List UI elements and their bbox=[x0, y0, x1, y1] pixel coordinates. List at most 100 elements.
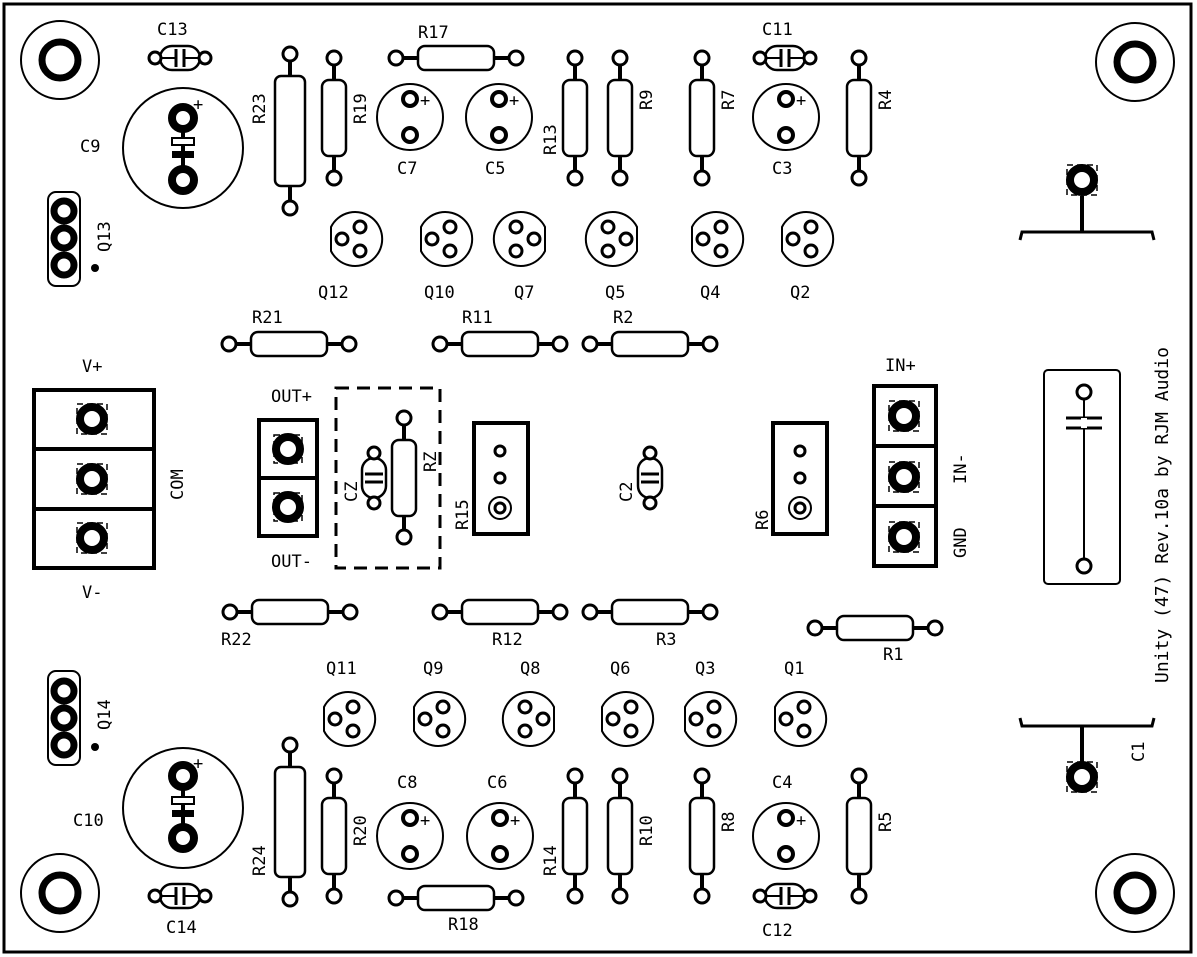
label-c6: C6 bbox=[487, 773, 507, 793]
mounting-hole-bl bbox=[21, 854, 99, 932]
label-outminus: OUT- bbox=[271, 552, 312, 572]
c10-plus-sign: + bbox=[193, 754, 203, 774]
label-r7: R7 bbox=[719, 90, 739, 110]
transistor-q9 bbox=[412, 690, 467, 748]
label-c9: C9 bbox=[80, 137, 100, 157]
power-terminal bbox=[32, 388, 156, 570]
label-q6: Q6 bbox=[610, 659, 630, 679]
label-gnd: GND bbox=[951, 527, 971, 558]
label-r14: R14 bbox=[541, 845, 561, 876]
label-com: COM bbox=[168, 469, 188, 500]
label-r23: R23 bbox=[250, 93, 270, 124]
cap-c9-electrolytic: + bbox=[122, 87, 244, 209]
cap-c3 bbox=[751, 82, 821, 152]
label-c7: C7 bbox=[397, 159, 417, 179]
c9-plus-sign: + bbox=[193, 95, 203, 115]
resistor-r5 bbox=[845, 767, 873, 905]
resistor-r3 bbox=[581, 598, 719, 626]
label-c8: C8 bbox=[397, 773, 417, 793]
zobel-network-outline bbox=[334, 386, 442, 570]
mounting-hole-tl bbox=[21, 21, 99, 99]
output-terminal bbox=[259, 420, 317, 536]
cap-c14 bbox=[147, 882, 213, 910]
resistor-r23 bbox=[273, 45, 307, 217]
label-r13: R13 bbox=[541, 124, 561, 155]
transistor-q5 bbox=[584, 210, 639, 268]
resistor-r12 bbox=[431, 598, 569, 626]
cap-c1-film bbox=[1018, 165, 1156, 792]
resistor-r9 bbox=[606, 49, 634, 187]
label-r20: R20 bbox=[351, 815, 371, 846]
label-c1: C1 bbox=[1129, 742, 1149, 762]
cap-c2 bbox=[636, 445, 664, 511]
label-q2: Q2 bbox=[790, 283, 810, 303]
label-r12: R12 bbox=[492, 630, 523, 650]
label-r6: R6 bbox=[753, 510, 773, 530]
resistor-r17 bbox=[387, 44, 525, 72]
cap-c4 bbox=[751, 801, 821, 871]
resistor-r20 bbox=[320, 767, 348, 905]
label-c13: C13 bbox=[157, 20, 188, 40]
label-c3: C3 bbox=[772, 159, 792, 179]
label-r11: R11 bbox=[462, 308, 493, 328]
label-q4: Q4 bbox=[700, 283, 720, 303]
label-inplus: IN+ bbox=[885, 356, 916, 376]
transistor-q2 bbox=[780, 210, 835, 268]
resistor-r24 bbox=[273, 736, 307, 908]
label-r19: R19 bbox=[351, 93, 371, 124]
transistor-q13-to220 bbox=[47, 191, 99, 287]
label-r4: R4 bbox=[876, 90, 896, 110]
resistor-r10 bbox=[606, 767, 634, 905]
resistor-r21 bbox=[220, 330, 358, 358]
cap-c10-electrolytic: + bbox=[122, 747, 244, 869]
resistor-r7 bbox=[688, 49, 716, 187]
label-c12: C12 bbox=[762, 921, 793, 941]
transistor-q3 bbox=[683, 690, 738, 748]
label-r21: R21 bbox=[252, 308, 283, 328]
c8-plus: + bbox=[420, 811, 430, 831]
label-q12: Q12 bbox=[318, 283, 349, 303]
label-r8: R8 bbox=[719, 812, 739, 832]
mounting-hole-tr bbox=[1096, 23, 1174, 101]
label-r1: R1 bbox=[883, 645, 903, 665]
label-outplus: OUT+ bbox=[271, 387, 312, 407]
transistor-q8 bbox=[501, 690, 556, 748]
resistor-r22 bbox=[221, 598, 359, 626]
resistor-r4 bbox=[845, 49, 873, 187]
label-r10: R10 bbox=[637, 815, 657, 846]
c6-plus: + bbox=[510, 811, 520, 831]
c7-plus: + bbox=[420, 91, 430, 111]
transistor-q6 bbox=[600, 690, 655, 748]
label-q13: Q13 bbox=[95, 221, 115, 252]
label-c14: C14 bbox=[166, 918, 197, 938]
transistor-q4 bbox=[690, 210, 745, 268]
label-rz: RZ bbox=[421, 452, 441, 472]
label-r24: R24 bbox=[250, 845, 270, 876]
label-q8: Q8 bbox=[520, 659, 540, 679]
resistor-rz bbox=[390, 409, 418, 546]
label-q10: Q10 bbox=[424, 283, 455, 303]
label-q14: Q14 bbox=[95, 699, 115, 730]
board-title: Unity (47) Rev.10a by RJM Audio bbox=[1152, 347, 1173, 683]
label-vminus: V- bbox=[82, 583, 102, 603]
label-q9: Q9 bbox=[423, 659, 443, 679]
transistor-q10 bbox=[419, 210, 474, 268]
label-q1: Q1 bbox=[784, 659, 804, 679]
trimmer-r15 bbox=[472, 421, 530, 536]
resistor-r8 bbox=[688, 767, 716, 905]
cap-c8 bbox=[375, 801, 445, 871]
c3-plus: + bbox=[796, 91, 806, 111]
cap-c6 bbox=[465, 801, 535, 871]
label-r5: R5 bbox=[876, 812, 896, 832]
trimmer-r6 bbox=[771, 421, 829, 536]
resistor-r18 bbox=[387, 884, 525, 912]
transistor-q11 bbox=[322, 690, 377, 748]
label-c2: C2 bbox=[617, 482, 637, 502]
label-vplus: V+ bbox=[82, 357, 102, 377]
label-r3: R3 bbox=[656, 630, 676, 650]
label-r9: R9 bbox=[637, 90, 657, 110]
cap-c7 bbox=[375, 82, 445, 152]
cap-c12 bbox=[752, 882, 818, 910]
